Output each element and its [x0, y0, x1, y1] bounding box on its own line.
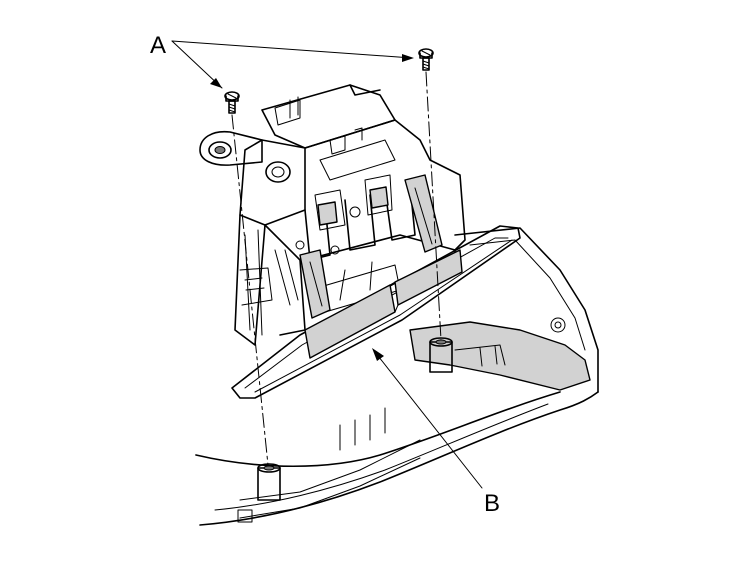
- callout-label-a: A: [150, 32, 166, 59]
- console-base: [195, 227, 599, 526]
- callout-b-leader: [372, 348, 483, 489]
- callout-a-leaders: [171, 40, 414, 89]
- shift-lever-assembly: [199, 84, 466, 346]
- screw-left: [224, 91, 240, 114]
- alignment-lines: [231, 71, 442, 466]
- screw-right: [418, 48, 434, 71]
- indicator-panel: [231, 225, 521, 399]
- callout-label-b: B: [484, 490, 500, 517]
